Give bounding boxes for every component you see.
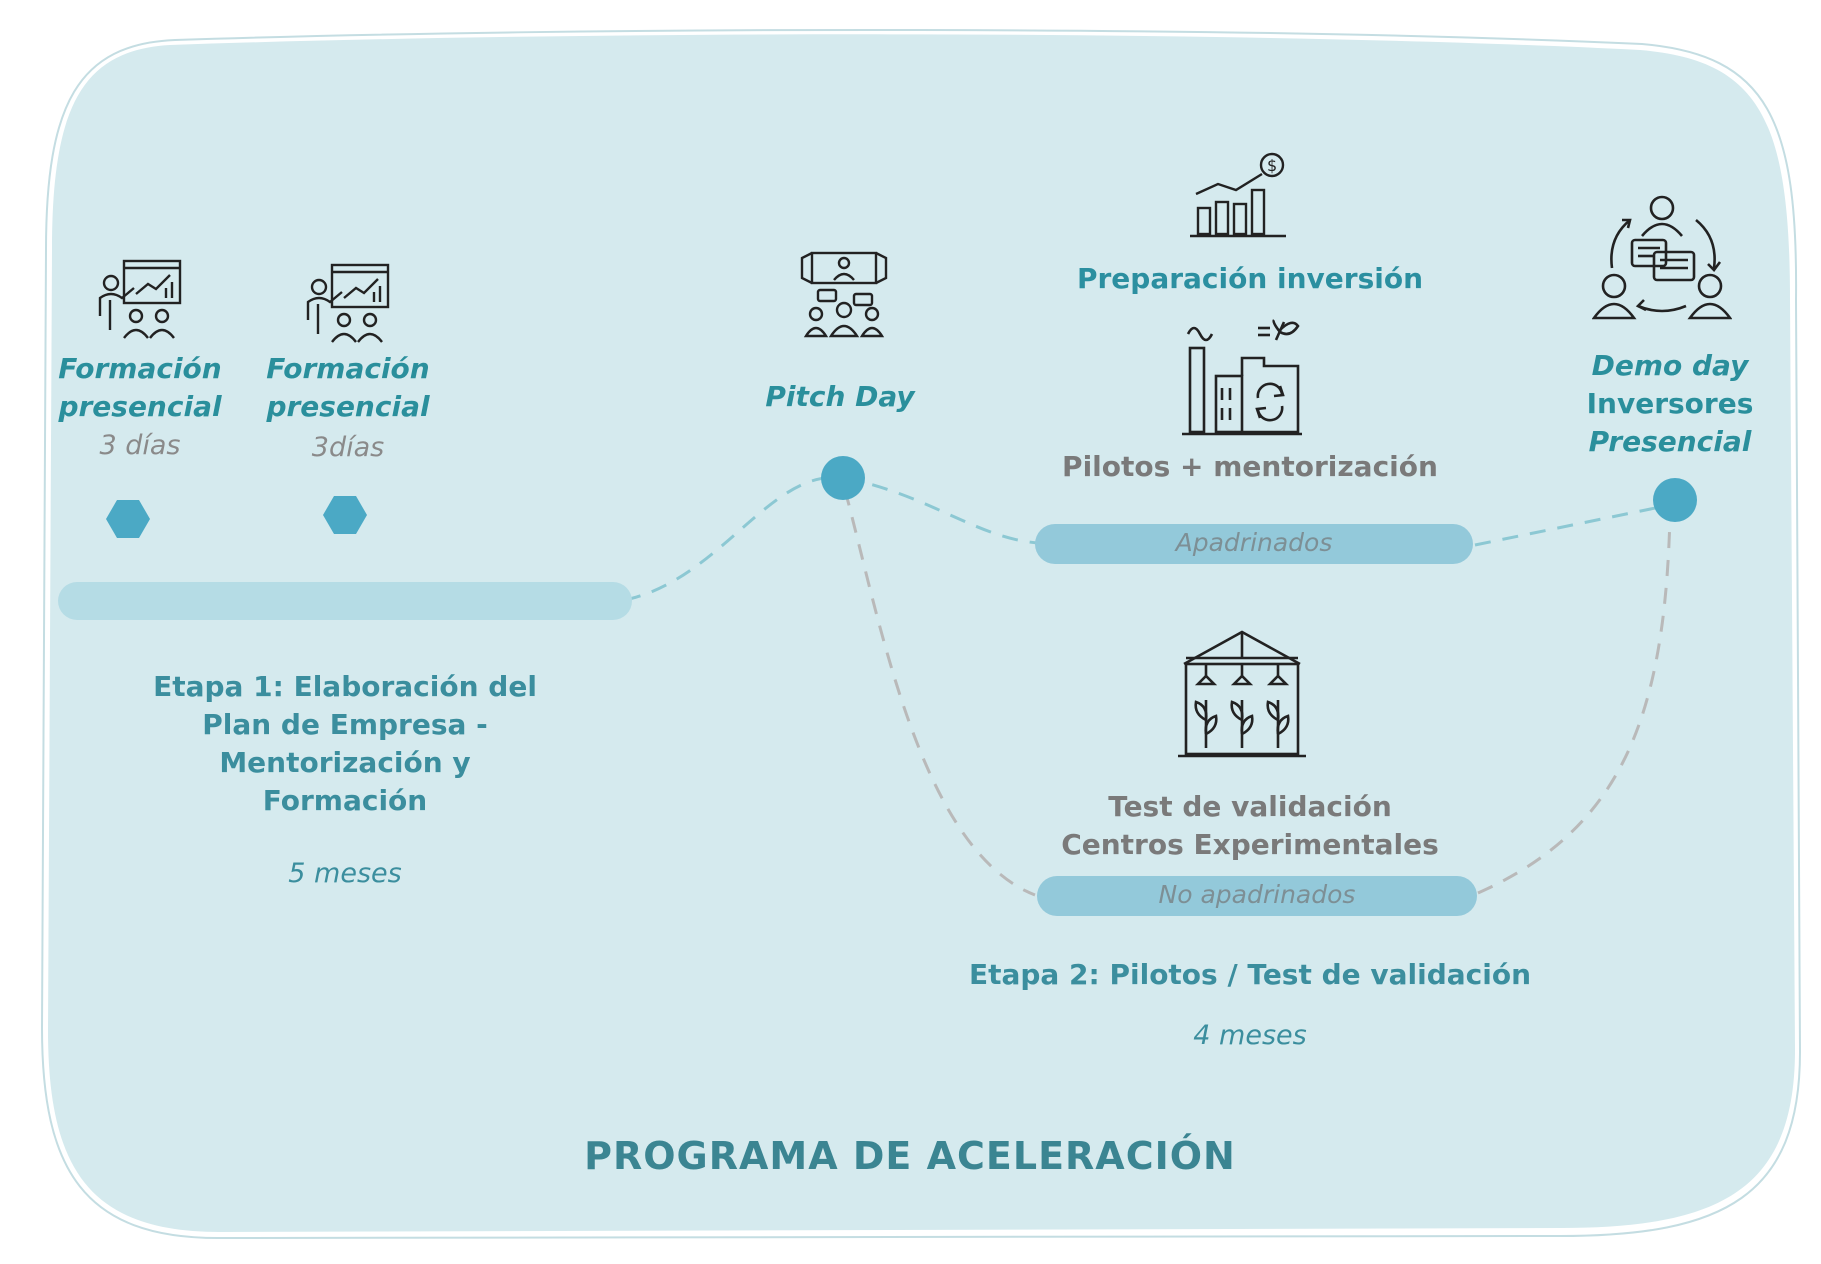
validation-test-line2: Centros Experimentales bbox=[1061, 828, 1439, 861]
training1-title-line2: presencial bbox=[58, 390, 222, 423]
training1-title: Formación presencial bbox=[40, 350, 240, 426]
milestone-hexagon-2 bbox=[323, 496, 367, 534]
stage2-duration: 4 meses bbox=[1193, 1020, 1307, 1051]
factory-recycle-icon bbox=[1182, 319, 1302, 436]
presentation-icon bbox=[98, 259, 182, 339]
validation-test-line1: Test de validación bbox=[1108, 790, 1392, 823]
sponsored-bar: Apadrinados bbox=[1035, 524, 1473, 564]
presentation-icon bbox=[306, 263, 390, 343]
stage1-label-line2: Plan de Empresa - bbox=[202, 708, 488, 741]
path-pitch-to-notsponsored bbox=[843, 489, 1036, 897]
demo-day-node bbox=[1653, 478, 1697, 522]
training2-title-line2: presencial bbox=[266, 390, 430, 423]
stage1-duration: 5 meses bbox=[288, 858, 402, 889]
not-sponsored-bar-label: No apadrinados bbox=[1158, 880, 1356, 909]
training1-title-line1: Formación bbox=[58, 352, 222, 385]
greenhouse-icon bbox=[1178, 630, 1306, 758]
investors-meeting-icon bbox=[1592, 195, 1732, 320]
training2-title-line1: Formación bbox=[266, 352, 430, 385]
pilots-mentoring-label: Pilotos + mentorización bbox=[1062, 450, 1438, 483]
path-notsponsored-to-demo bbox=[1477, 514, 1672, 895]
stage1-label-line3: Mentorización y bbox=[219, 746, 471, 779]
training2-title: Formación presencial bbox=[248, 350, 448, 426]
sponsored-bar-label: Apadrinados bbox=[1175, 528, 1333, 557]
milestone-hexagon-1 bbox=[106, 500, 150, 538]
demo-day-line2: Inversores bbox=[1586, 387, 1754, 420]
investment-prep-label: Preparación inversión bbox=[1076, 262, 1424, 295]
pitch-day-node bbox=[821, 456, 865, 500]
background-blob bbox=[48, 34, 1795, 1232]
not-sponsored-bar: No apadrinados bbox=[1037, 876, 1477, 916]
path-pitch-to-sponsored bbox=[844, 476, 1041, 545]
growth-chart-dollar-icon: $ bbox=[1190, 152, 1286, 238]
demo-day-label: Demo day Inversores Presencial bbox=[1570, 347, 1770, 461]
stage2-label: Etapa 2: Pilotos / Test de validación bbox=[968, 958, 1532, 991]
stage1-label-line4: Formación bbox=[262, 784, 428, 817]
pitch-day-label: Pitch Day bbox=[765, 380, 915, 413]
video-conference-icon bbox=[800, 251, 888, 338]
stage1-timeline-bar bbox=[58, 582, 632, 620]
demo-day-line3: Presencial bbox=[1588, 425, 1752, 458]
program-title: PROGRAMA DE ACELERACIÓN bbox=[584, 1134, 1236, 1178]
training1-duration: 3 días bbox=[99, 430, 181, 461]
stage1-label-line1: Etapa 1: Elaboración del bbox=[153, 670, 537, 703]
path-sponsored-to-demo bbox=[1474, 503, 1671, 547]
validation-test-label: Test de validación Centros Experimentale… bbox=[1030, 788, 1470, 864]
background-blob-outline bbox=[40, 28, 1802, 1240]
path-stage1-to-pitch bbox=[624, 476, 841, 602]
svg-text:$: $ bbox=[1267, 156, 1277, 175]
demo-day-line1: Demo day bbox=[1591, 349, 1749, 382]
stage1-label: Etapa 1: Elaboración del Plan de Empresa… bbox=[140, 668, 550, 820]
training2-duration: 3días bbox=[311, 432, 385, 463]
